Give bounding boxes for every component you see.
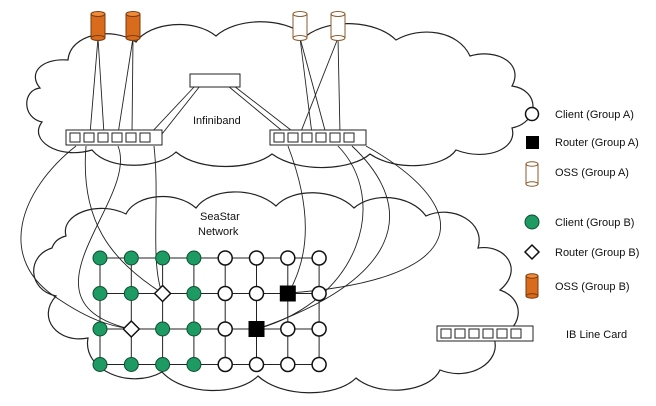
legend-client-b-icon [524, 214, 540, 230]
client-b-node [92, 286, 108, 301]
client-a-node [280, 356, 296, 373]
client-a-node [217, 250, 233, 266]
client-b-node [186, 357, 202, 372]
client-b-node [155, 357, 171, 372]
legend-router-b-label: Router (Group B) [555, 247, 639, 259]
infiniband-switch [189, 73, 241, 88]
client-a-node [217, 285, 233, 302]
infiniband-label: Infiniband [193, 115, 241, 127]
oss-a-2 [330, 11, 346, 41]
left-ib-line-card [65, 129, 163, 146]
client-a-node [280, 321, 296, 337]
client-a-node [217, 356, 233, 373]
legend-client-a-label: Client (Group A) [555, 109, 634, 121]
legend-oss-a-label: OSS (Group A) [555, 167, 629, 179]
client-b-node [186, 250, 202, 266]
legend-oss-a-icon [525, 161, 539, 187]
legend-oss-b-icon [525, 273, 539, 299]
legend: Client (Group A) Router (Group A) OSS (G… [436, 106, 639, 342]
oss-a-1 [292, 11, 308, 41]
client-a-node [311, 285, 327, 302]
legend-ib-line-card-icon [436, 325, 534, 342]
mesh-nodes [92, 250, 327, 373]
client-b-node [92, 321, 108, 337]
oss-b-2 [125, 11, 141, 41]
client-a-node [311, 321, 327, 337]
oss-b-1 [90, 11, 106, 41]
seastar-label-line2: Network [198, 226, 239, 238]
router-a-node [279, 285, 296, 302]
legend-client-b-label: Client (Group B) [555, 217, 634, 229]
cables [20, 37, 441, 330]
client-a-node [311, 250, 327, 266]
router-b-node [153, 284, 172, 303]
legend-router-a-label: Router (Group A) [555, 137, 639, 149]
seastar-cloud [33, 191, 519, 394]
router-b-node [122, 319, 141, 339]
router-a-node [248, 321, 265, 337]
client-b-node [123, 250, 139, 266]
legend-router-a-icon [526, 136, 539, 149]
legend-oss-b-label: OSS (Group B) [555, 281, 630, 293]
client-b-node [92, 357, 108, 372]
client-a-node [248, 285, 265, 302]
client-a-node [248, 250, 265, 266]
client-a-node [311, 356, 327, 373]
client-b-node [123, 357, 139, 372]
client-a-node [217, 321, 233, 337]
seastar-label-line1: SeaStar [200, 211, 240, 223]
client-b-node [186, 321, 202, 337]
client-a-node [248, 356, 265, 373]
legend-ib-line-card-label: IB Line Card [566, 329, 627, 341]
right-ib-line-card [269, 129, 367, 146]
infiniband-cloud [26, 21, 534, 169]
client-a-node [280, 250, 296, 266]
client-b-node [186, 286, 202, 301]
client-b-node [92, 250, 108, 266]
legend-router-b-icon [523, 243, 541, 261]
client-b-node [155, 321, 171, 337]
client-b-node [123, 286, 139, 301]
client-b-node [155, 250, 171, 266]
legend-client-a-icon [524, 106, 540, 122]
